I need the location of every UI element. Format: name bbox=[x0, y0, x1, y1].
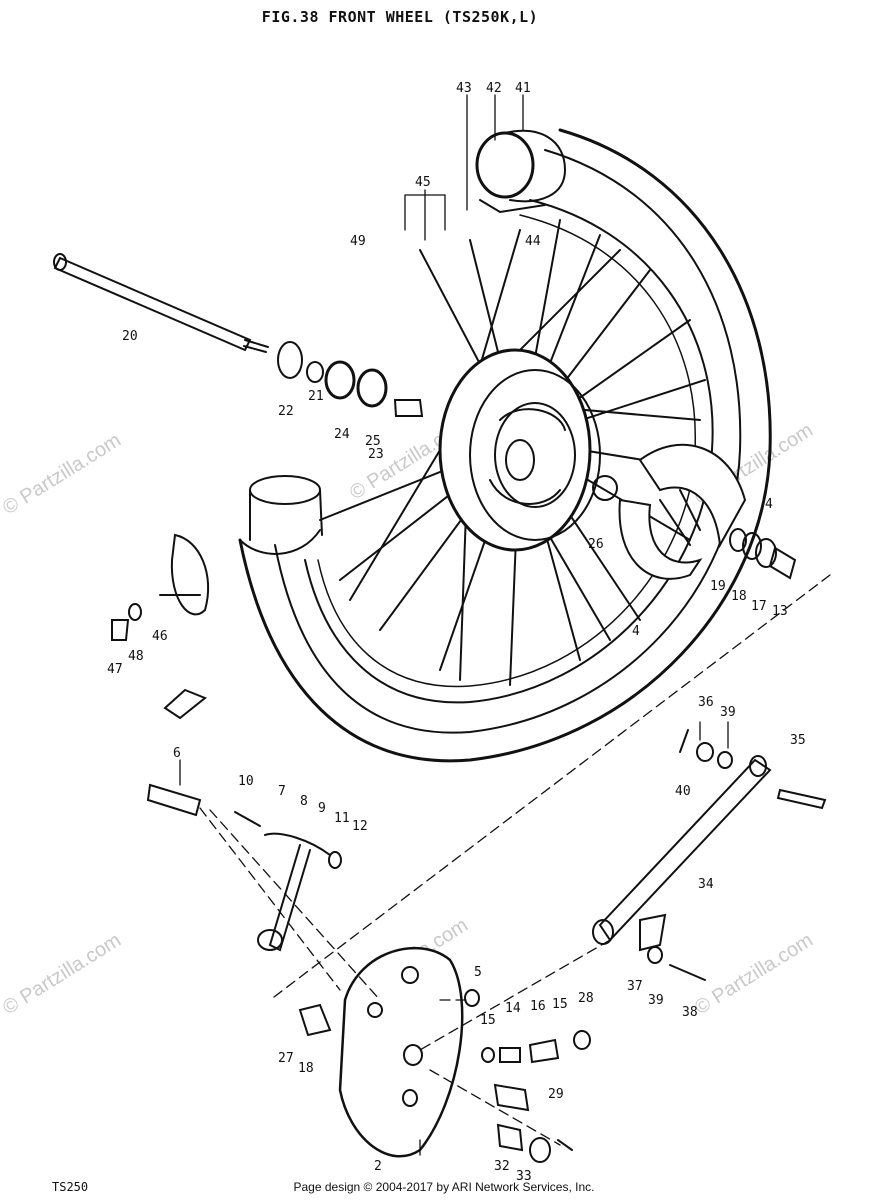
part-label: 48 bbox=[128, 649, 144, 664]
part-label: 49 bbox=[350, 234, 366, 249]
part-number-labels: 43 42 41 45 44 49 20 22 21 24 25 23 26 4… bbox=[107, 81, 806, 1184]
part-label: 7 bbox=[278, 784, 286, 799]
part-label: 2 bbox=[374, 1159, 382, 1174]
watermark: © Partzilla.com bbox=[0, 929, 125, 1019]
part-label: 6 bbox=[173, 746, 181, 761]
rim-band-tube bbox=[475, 129, 567, 214]
part-label: 35 bbox=[790, 733, 806, 748]
part-label: 45 bbox=[415, 175, 431, 190]
torque-arm bbox=[592, 729, 827, 981]
part-label: 47 bbox=[107, 662, 123, 677]
part-label: 41 bbox=[515, 81, 531, 96]
part-label: 46 bbox=[152, 629, 168, 644]
part-label: 39 bbox=[720, 705, 736, 720]
part-label: 44 bbox=[525, 234, 541, 249]
part-label: 29 bbox=[548, 1087, 564, 1102]
part-label: 39 bbox=[648, 993, 664, 1008]
part-label: 34 bbox=[698, 877, 714, 892]
part-label: 20 bbox=[122, 329, 138, 344]
part-label: 4 bbox=[632, 624, 640, 639]
part-label: 19 bbox=[710, 579, 726, 594]
model-code: TS250 bbox=[52, 1180, 89, 1194]
page-footer: Page design © 2004-2017 by ARI Network S… bbox=[293, 1180, 595, 1194]
part-label: 4 bbox=[765, 497, 773, 512]
part-label: 43 bbox=[456, 81, 472, 96]
seals-right bbox=[729, 528, 797, 580]
brake-shoes bbox=[618, 443, 747, 580]
part-label: 15 bbox=[552, 997, 568, 1012]
part-label: 38 bbox=[682, 1005, 698, 1020]
part-label: 18 bbox=[731, 589, 747, 604]
axle bbox=[53, 253, 269, 353]
wheel-tire bbox=[238, 128, 772, 763]
part-label: 40 bbox=[675, 784, 691, 799]
watermark: © Partzilla.com bbox=[0, 429, 125, 519]
brake-panel-small-parts bbox=[464, 989, 591, 1163]
part-label: 9 bbox=[318, 801, 326, 816]
direction-arrow bbox=[163, 688, 207, 720]
part-label: 16 bbox=[530, 999, 546, 1014]
part-label: 37 bbox=[627, 979, 643, 994]
figure-title: FIG.38 FRONT WHEEL (TS250K,L) bbox=[261, 8, 539, 26]
part-label: 13 bbox=[772, 604, 788, 619]
part-label: 26 bbox=[588, 537, 604, 552]
bearings bbox=[277, 341, 424, 417]
watermark: © Partzilla.com bbox=[691, 929, 817, 1019]
part-label: 8 bbox=[300, 794, 308, 809]
part-label: 21 bbox=[308, 389, 324, 404]
assembly-lines bbox=[199, 574, 831, 1146]
part-label: 14 bbox=[505, 1001, 521, 1016]
part-label: 22 bbox=[278, 404, 294, 419]
part-label: 25 bbox=[365, 434, 381, 449]
part-label: 12 bbox=[352, 819, 368, 834]
part-label: 5 bbox=[474, 965, 482, 980]
part-label: 36 bbox=[698, 695, 714, 710]
part-label: 27 bbox=[278, 1051, 294, 1066]
speedometer-gear bbox=[111, 533, 210, 641]
part-label: 32 bbox=[494, 1159, 510, 1174]
watermarks: © Partzilla.com © Partzilla.com © Partzi… bbox=[0, 414, 817, 1019]
part-label: 11 bbox=[334, 811, 350, 826]
part-label: 28 bbox=[578, 991, 594, 1006]
leader-lines bbox=[179, 94, 729, 1156]
brake-cam-lever bbox=[146, 783, 342, 952]
part-label: 15 bbox=[480, 1013, 496, 1028]
part-label: 33 bbox=[516, 1169, 532, 1184]
part-label: 24 bbox=[334, 427, 350, 442]
part-label: 10 bbox=[238, 774, 254, 789]
part-label: 18 bbox=[298, 1061, 314, 1076]
part-label: 42 bbox=[486, 81, 502, 96]
hub bbox=[438, 348, 618, 552]
brake-panel bbox=[298, 946, 464, 1158]
part-label: 23 bbox=[368, 447, 384, 462]
part-label: 17 bbox=[751, 599, 767, 614]
